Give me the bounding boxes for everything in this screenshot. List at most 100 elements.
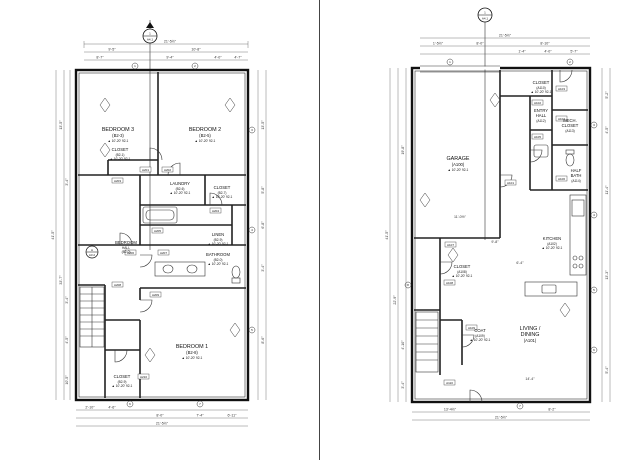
- room-id: (B2-1): [116, 153, 125, 157]
- door-tag-a106: A106: [558, 177, 565, 181]
- right-dim-2: 4'-5": [605, 126, 609, 134]
- window-tag-8: 8: [407, 283, 409, 287]
- right-dim-5: 8'-6": [261, 336, 265, 344]
- window-tag-7: 7: [199, 402, 201, 406]
- room-bedroom-3: BEDROOM 3 (B2-3) ▲ 10'-20' 92-1: [102, 127, 134, 143]
- window-tag-2: 2: [569, 60, 571, 64]
- upper-floor-plan-drawing: 1 A4.1 21'-5½" 9'-5" 10'-8" 8'-7" 9'-4" …: [51, 20, 267, 427]
- room-closet-1: CLOSET (B2-1) ▲ 10'-20' 92-1: [110, 147, 131, 161]
- room-mech-closet: MECH. CLOSET (A113): [562, 118, 579, 133]
- top-dim-5: 4'-0": [544, 50, 552, 54]
- main-floor-plan-sheet: 1 A4.1 21'-5½" 1'-5½" 8'-0" 8'-10" 1'-4"…: [320, 0, 640, 460]
- room-name: LIVING /: [520, 326, 541, 332]
- room-sub: ▲ 10'-20' 92-1: [182, 356, 203, 360]
- left-dim-3: 22'-9": [393, 295, 397, 305]
- right-dim-1: 13'-5": [261, 120, 265, 130]
- door-tags: A201 A202 A203 A204 A205 A206 A207 A208 …: [111, 166, 222, 380]
- door-tag-a206: A206: [127, 251, 134, 255]
- window-tag-5: 5: [593, 288, 595, 292]
- right-dimensions: 5'-2" 4'-5" 11'-4" 13'-3" 5'-4": [601, 68, 611, 402]
- bottom-dim-5: 6'-11": [228, 414, 238, 418]
- room-closet-a108: CLOSET (A108) ▲ 10'-20' 92-1: [452, 264, 473, 278]
- room-garage: GARAGE (A100) ▲ 10'-20' 92-1: [446, 156, 469, 172]
- room-sub: (A113): [565, 129, 574, 133]
- room-name: CLOSET: [112, 147, 129, 152]
- garage-overhead-door: [420, 65, 500, 73]
- room-sub: ▲ 10'-20' 92-1: [208, 242, 229, 246]
- room-name: BEDROOM 3: [102, 127, 134, 133]
- top-dim-1: 1'-5½": [433, 42, 444, 46]
- interior-dim-3: 14'-4": [525, 377, 535, 381]
- top-dim-1: 9'-5": [108, 48, 116, 52]
- room-sub: ▲ 10'-20' 92-1: [212, 195, 233, 199]
- room-name: BEDROOM 1: [176, 344, 208, 350]
- room-markers: [99, 97, 241, 363]
- elevation-marker-sheet: A3.2: [89, 253, 96, 257]
- left-dim-6: 4'-5": [65, 336, 69, 344]
- right-dim-4: 13'-3": [605, 270, 609, 280]
- door-tag-a103: A103: [558, 87, 565, 91]
- left-dim-1: 19'-8": [401, 145, 405, 155]
- window-tag-1: 1: [134, 64, 136, 68]
- door-tag-a109: A109: [468, 326, 475, 330]
- room-living-dining: LIVING / DINING (A101): [520, 326, 541, 343]
- right-dim-1: 5'-2": [605, 91, 609, 99]
- room-closet-3: CLOSET (B2-9) ▲ 10'-20' 92-1: [112, 374, 133, 388]
- left-dim-2: 41'-5": [385, 230, 389, 240]
- room-id: HALL: [536, 113, 547, 118]
- room-id: (A110): [536, 86, 545, 90]
- left-dim-4: 33'-7": [59, 275, 63, 285]
- bathroom-fixtures: [142, 206, 241, 284]
- room-bedroom-2: BEDROOM 2 (B2-5) ▲ 10'-20' 92-1: [189, 127, 221, 143]
- elevation-marker: A A3.2: [85, 245, 99, 259]
- left-dim-1: 13'-5": [59, 120, 63, 130]
- top-dim-5: 4'-0": [214, 56, 222, 60]
- top-dimensions: 21'-5½" 9'-5" 10'-8" 8'-7" 9'-4" 4'-0" 4…: [83, 40, 249, 61]
- room-sub: ▲ 10'-20' 92-1: [170, 191, 191, 195]
- room-id: (B2-9): [118, 380, 127, 384]
- bottom-dim-6: 21'-5½": [156, 422, 169, 426]
- room-name: CLOSET: [214, 185, 231, 190]
- right-dim-3: 11'-4": [605, 185, 609, 195]
- room-bedroom-hall: BEDROOM HALL (B2-0): [115, 240, 137, 254]
- room-name: COAT: [474, 328, 486, 333]
- half-bath-fixtures: [533, 144, 575, 167]
- bottom-dimensions: 2'-10" 4'-6" 8'-0" 7'-4" 6'-11" 21'-5½": [76, 406, 248, 427]
- room-sub: ▲ 10'-20' 92-1: [448, 168, 469, 172]
- right-dim-3: 6'-8": [261, 221, 265, 229]
- door-tag-a203: A203: [114, 179, 121, 183]
- room-name: ENTRY: [534, 108, 548, 113]
- window-tag-2: 2: [194, 64, 196, 68]
- bottom-dim-3: 8'-0": [156, 414, 164, 418]
- room-sub: (B2-0): [122, 250, 131, 254]
- room-sub: ▲ 10'-20' 92-1: [195, 139, 216, 143]
- window-markers: 1 2 3 4 5 6 7 8: [404, 58, 598, 410]
- main-floor-plan-drawing: 1 A4.1 21'-5½" 1'-5½" 8'-0" 8'-10" 1'-4"…: [385, 7, 611, 421]
- section-marker-top: 1 A4.1: [477, 7, 493, 240]
- room-sub: (A101): [524, 338, 537, 343]
- door-tag-a202: A202: [164, 168, 171, 172]
- door-tag-a101: A101: [507, 181, 514, 185]
- room-id: BATH: [571, 173, 582, 178]
- door-tag-a204: A204: [212, 209, 219, 213]
- window-tag-3: 3: [593, 123, 595, 127]
- room-sub: (A114): [571, 179, 580, 183]
- room-entry-hall: ENTRY HALL (A112): [534, 108, 548, 123]
- left-dimensions: 19'-8" 41'-5" 22'-9" 4'-10" 3'-4": [385, 68, 407, 402]
- top-dim-2: 8'-0": [476, 42, 484, 46]
- door-tag-a208: A208: [114, 283, 121, 287]
- top-dim-2: 10'-8": [191, 48, 201, 52]
- room-id: (A100): [452, 162, 465, 167]
- bottom-dimensions: 13'-4½" 8'-2" 21'-5½": [412, 408, 590, 421]
- window-tag-6: 6: [593, 348, 595, 352]
- window-tag-1: 1: [449, 60, 451, 64]
- top-dim-6: 5'-7": [570, 50, 578, 54]
- bottom-dim-1: 2'-10": [85, 406, 95, 410]
- room-half-bath: HALF BATH (A114): [571, 168, 582, 183]
- overall-width-top: 21'-5½": [164, 40, 177, 44]
- door-tags: A101 A102 A103 A104 A105 A106 A107 A108 …: [443, 85, 568, 386]
- interior-dim-2: 9'-8": [491, 240, 499, 244]
- top-dimensions: 21'-5½" 1'-5½" 8'-0" 8'-10" 1'-4" 4'-0" …: [420, 34, 590, 55]
- room-sub: ▲ 10'-20' 92-1: [542, 246, 563, 250]
- door-swings: [114, 147, 223, 363]
